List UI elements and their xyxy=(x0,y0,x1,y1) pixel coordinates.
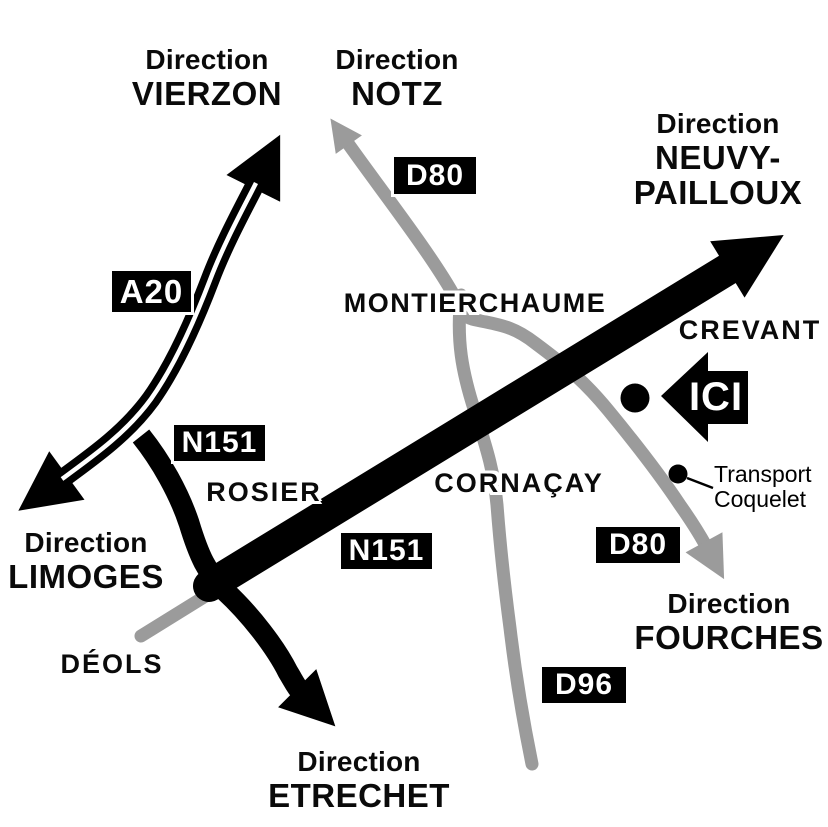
road-n151-main-arrow xyxy=(193,235,784,602)
company-name-line1: Transport xyxy=(714,461,812,487)
direction-word: Direction xyxy=(145,44,269,75)
direction-word: Direction xyxy=(335,44,459,75)
direction-label-limoges: Direction LIMOGES xyxy=(8,527,164,595)
place-label-montierchaume: MONTIERCHAUME xyxy=(343,288,607,318)
direction-word: Direction xyxy=(297,746,421,777)
direction-label-fourches: Direction FOURCHES xyxy=(634,588,824,656)
place-label-cornacay: CORNAÇAY xyxy=(434,468,604,498)
ici-arrow-icon xyxy=(661,352,748,442)
route-badge-d80-south: D80 xyxy=(596,527,680,563)
direction-word: Direction xyxy=(24,527,148,558)
direction-city: PAILLOUX xyxy=(633,174,803,212)
company-dot xyxy=(668,464,688,484)
place-label-deols: DÉOLS xyxy=(60,649,164,679)
direction-city: FOURCHES xyxy=(634,618,824,656)
direction-city: NEUVY- xyxy=(655,138,781,176)
direction-word: Direction xyxy=(656,108,780,139)
place-label-crevant: CREVANT xyxy=(678,315,822,345)
direction-word: Direction xyxy=(667,588,791,619)
direction-city: LIMOGES xyxy=(8,557,164,595)
place-label-rosier: ROSIER xyxy=(206,477,322,507)
direction-label-neuvy-pailloux: Direction NEUVY- PAILLOUX xyxy=(633,108,803,212)
company-name-line2: Coquelet xyxy=(714,486,807,512)
direction-city: VIERZON xyxy=(131,74,283,112)
direction-label-etrechet: Direction ETRECHET xyxy=(268,746,450,814)
company-pointer-line xyxy=(686,476,714,490)
direction-city: ETRECHET xyxy=(268,776,450,814)
ici-label: ICI xyxy=(688,375,744,419)
location-dot xyxy=(620,383,650,413)
route-badge-n151-west: N151 xyxy=(174,425,265,461)
route-badge-a20: A20 xyxy=(112,271,191,312)
road-d96 xyxy=(452,288,539,771)
road-a20-center-stripe xyxy=(60,181,259,481)
route-badge-d80-north: D80 xyxy=(394,157,476,194)
road-d80-notz-fourches xyxy=(330,118,725,580)
direction-label-notz: Direction NOTZ xyxy=(335,44,459,112)
direction-city: NOTZ xyxy=(351,74,443,112)
route-badge-n151-center: N151 xyxy=(341,533,432,569)
company-callout: Transport Coquelet xyxy=(714,462,812,512)
route-badge-d96: D96 xyxy=(542,667,626,703)
direction-label-vierzon: Direction VIERZON xyxy=(131,44,283,112)
